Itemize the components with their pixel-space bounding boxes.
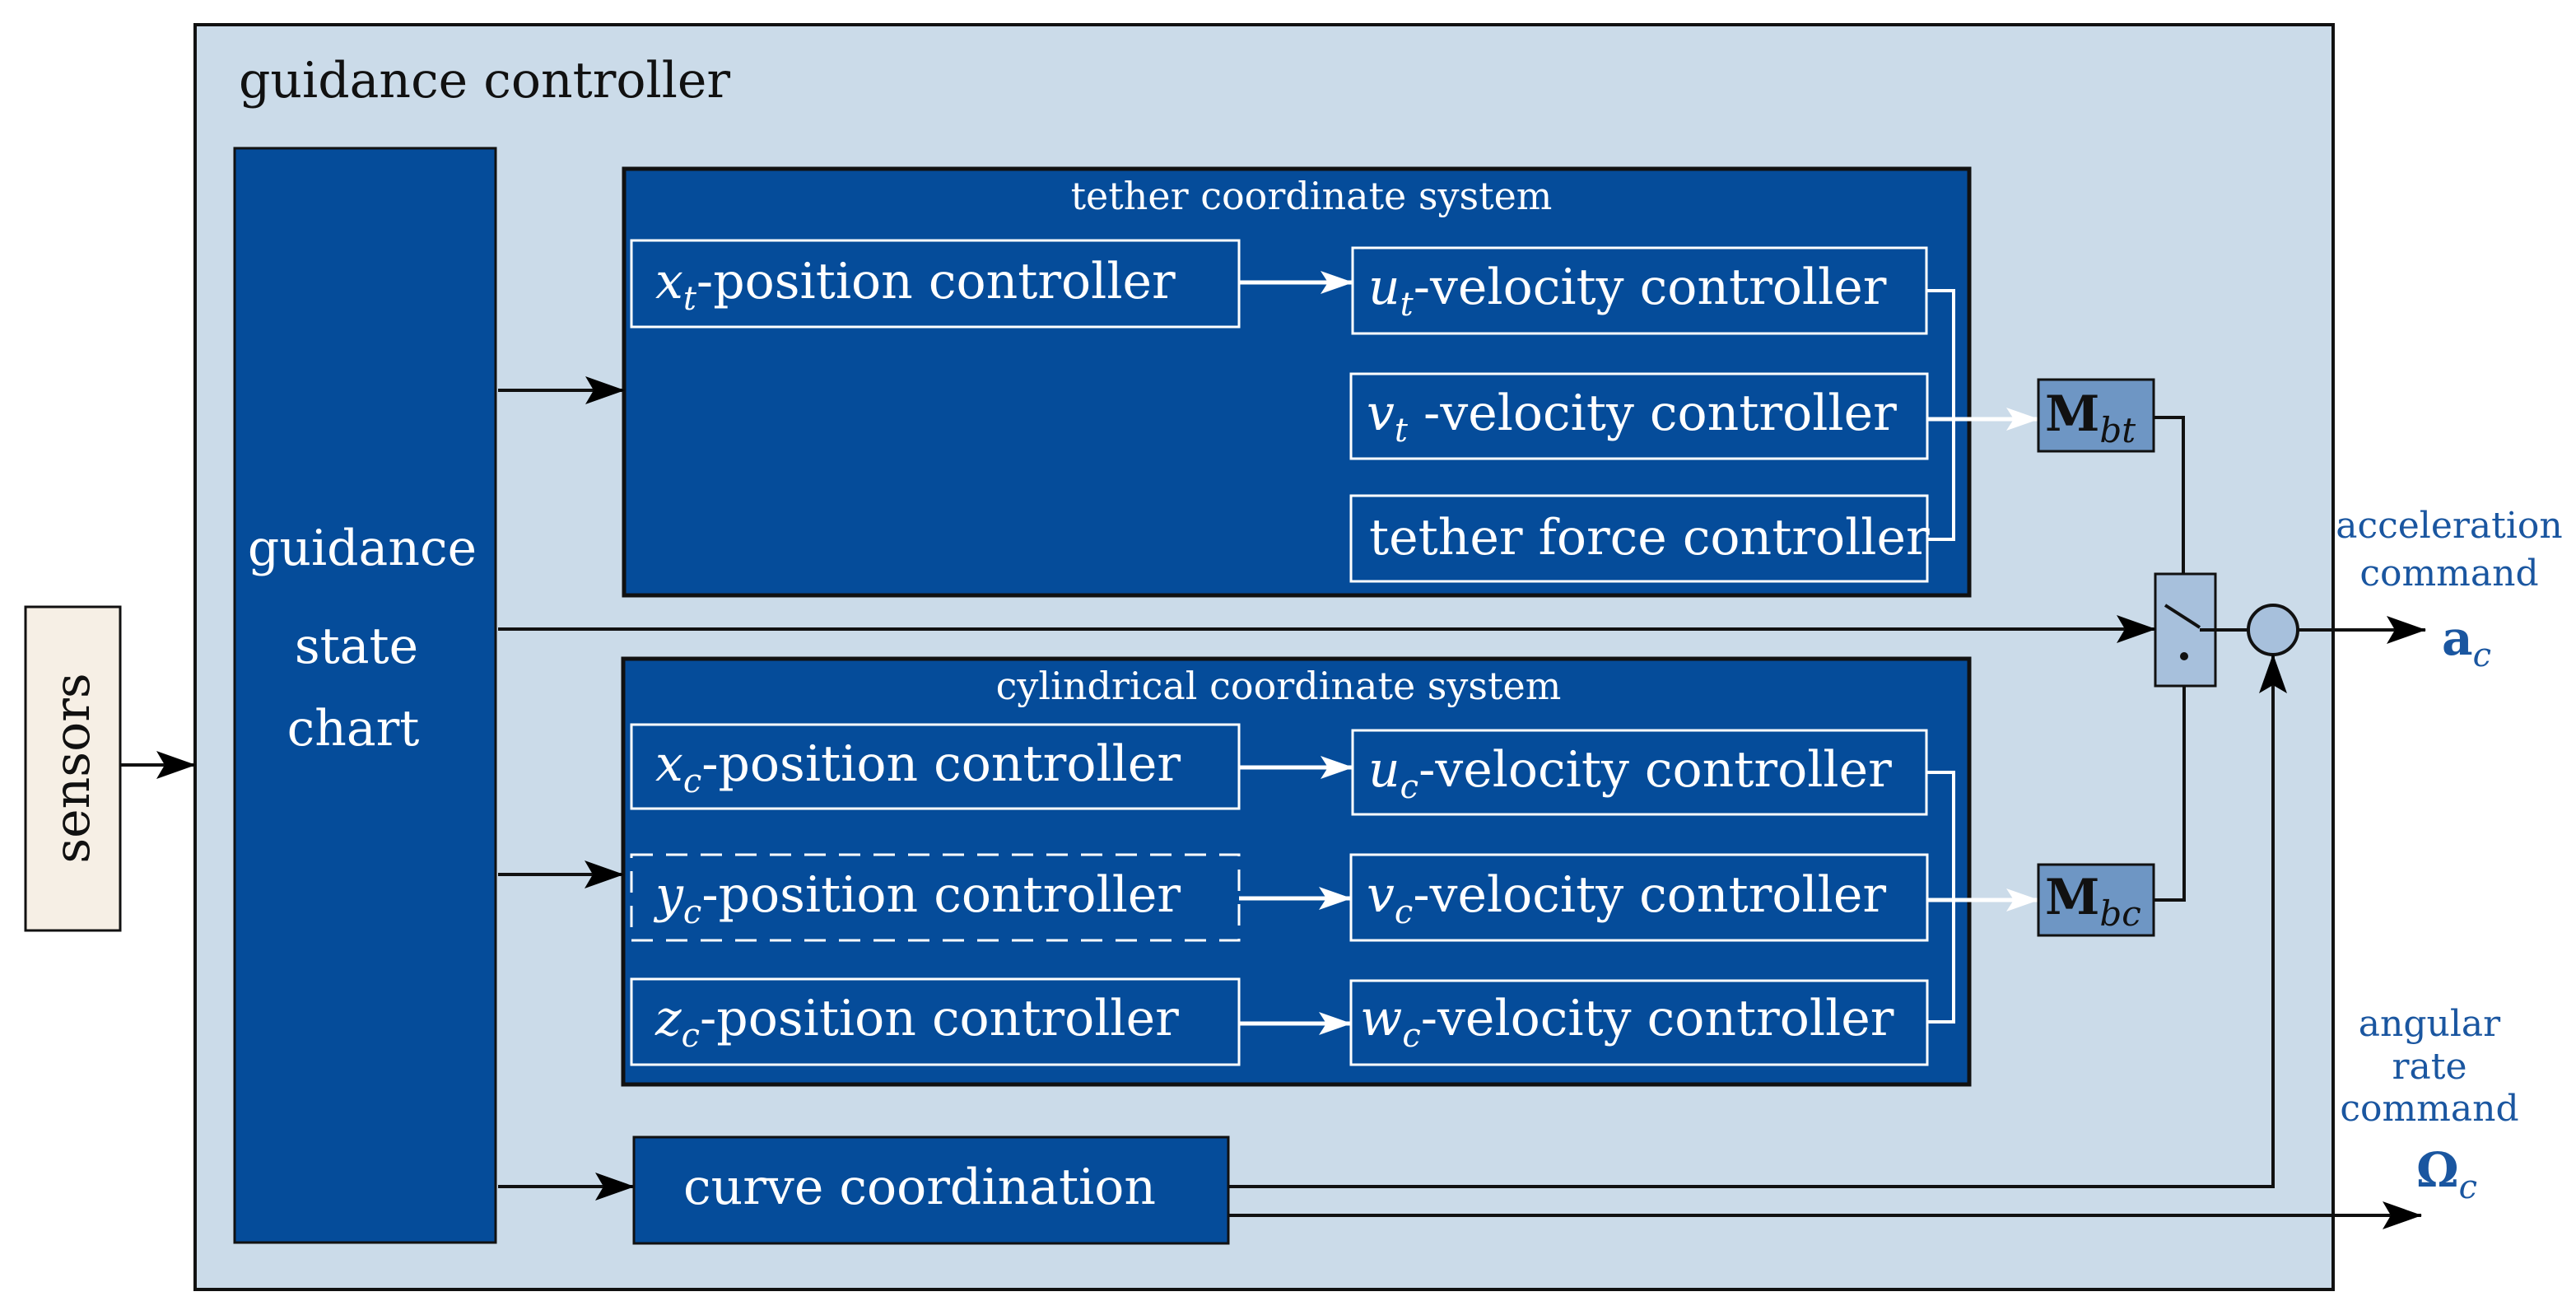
curve-coordination-label: curve coordination — [683, 1159, 1156, 1216]
mixer-mbc-label: Mbc — [2045, 869, 2141, 934]
cyl-y-position-label: yc-position controller — [653, 866, 1181, 931]
accel-command-symbol: ac — [2442, 610, 2491, 674]
tether-v-velocity-label: vt -velocity controller — [1367, 385, 1897, 450]
mbc-to-switch-line — [2154, 686, 2186, 902]
state-chart-line1: guidance — [248, 520, 477, 577]
cyl-w-velocity-label: wc-velocity controller — [1360, 990, 1894, 1055]
cyl-v-velocity-label: vc-velocity controller — [1367, 866, 1886, 931]
tether-force-label: tether force controller — [1369, 509, 1930, 567]
state-chart-line2: state — [295, 618, 418, 675]
tether-system-title: tether coordinate system — [1071, 174, 1553, 218]
angular-command-line1: angular — [2359, 1003, 2501, 1045]
mbt-to-switch-line — [2154, 416, 2185, 574]
angular-command-line2: rate — [2392, 1046, 2467, 1088]
mixer-mbt-block — [2037, 378, 2155, 453]
accel-command-line2: command — [2359, 553, 2538, 595]
state-chart-block — [233, 147, 497, 1244]
switch-contact — [2180, 652, 2188, 660]
angular-command-line3: command — [2340, 1088, 2518, 1130]
curve-coordination-block — [632, 1135, 1230, 1245]
switch-blade — [2164, 604, 2201, 629]
tether-x-position-label: xt-position controller — [655, 253, 1176, 318]
cyl-u-velocity-label: uc-velocity controller — [1368, 741, 1892, 806]
sensors-block — [24, 605, 122, 932]
tether-v-velocity-box — [1349, 372, 1929, 460]
mixer-mbt-label: Mbt — [2045, 385, 2136, 450]
cyl-output-bracket — [1926, 771, 1955, 1024]
cylindrical-system-title: cylindrical coordinate system — [996, 664, 1562, 708]
mixer-mbc-block — [2037, 863, 2155, 937]
tether-u-velocity-label: ut-velocity controller — [1368, 259, 1887, 324]
cyl-z-position-label: zc-position controller — [654, 990, 1179, 1055]
angular-command-symbol: Ωc — [2416, 1142, 2477, 1206]
accel-command-line1: acceleration — [2336, 505, 2563, 547]
sensors-label: sensors — [44, 673, 101, 863]
sum-junction — [2247, 604, 2299, 656]
state-chart-line3: chart — [287, 700, 420, 758]
guidance-controller-title: guidance controller — [239, 52, 730, 110]
curve-to-sum-arrow — [1228, 654, 2287, 1188]
tether-output-bracket — [1926, 289, 1955, 541]
cyl-x-position-label: xc-position controller — [655, 735, 1181, 800]
